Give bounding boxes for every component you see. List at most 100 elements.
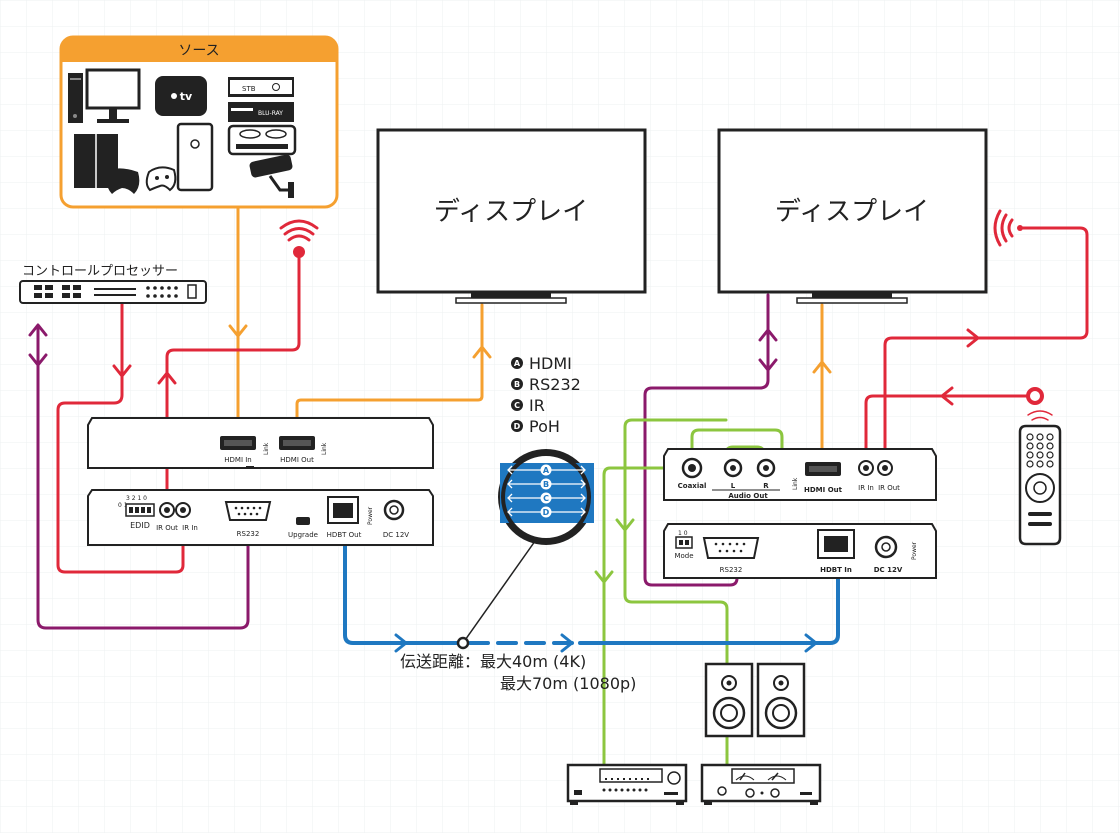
rs232-arrow-up — [28, 323, 48, 337]
rx-rs232-port — [702, 537, 760, 559]
speaker-left — [704, 662, 754, 738]
xbox-console-icon — [145, 122, 214, 192]
callout-badge-letter: A — [543, 466, 550, 475]
rs232-arrow-up-right — [758, 328, 778, 342]
callout-badge-letter: C — [543, 494, 549, 503]
tx-dip-side: 0 1 — [118, 502, 128, 509]
control-processor: コントロールプロセッサー — [19, 264, 207, 304]
receiver-top: Coaxial L R Audio Out Link HDMI Out IR I… — [663, 448, 937, 501]
rs232-arrow-down — [28, 353, 48, 367]
ir-arrow-down — [112, 364, 132, 378]
rx-mode-switch[interactable] — [675, 536, 693, 549]
rx-l-label: L — [731, 482, 736, 490]
legend-item-poh: PoH — [529, 417, 560, 436]
tx-power-label: Power — [367, 506, 374, 525]
display-right: ディスプレイ — [717, 128, 988, 304]
source-title: ソース — [178, 43, 219, 59]
tx-upgrade-label: Upgrade — [288, 531, 318, 539]
ir-cable-emitter — [165, 253, 301, 512]
speaker-right — [756, 662, 806, 738]
distance-line2: 最大70m (1080p) — [500, 674, 636, 693]
audio-cable-receiver — [602, 466, 694, 767]
stb-label: STB — [242, 85, 256, 93]
appletv-label: tv — [180, 90, 193, 103]
rx-audio-out-label: Audio Out — [728, 492, 768, 500]
tx-usb-port — [296, 517, 310, 525]
callout-badge — [540, 464, 552, 476]
hdbt-cable-left — [343, 513, 465, 645]
rx-hdmi-out-label: HDMI Out — [804, 486, 843, 494]
audio-arrow-2 — [615, 518, 635, 532]
media-server-icon — [227, 124, 297, 156]
ir-receiver-eye — [1026, 387, 1044, 405]
ir-cable-rx-in — [864, 394, 1034, 467]
hdmi-arrow-up-left — [472, 345, 492, 359]
ir-arrow-up — [157, 371, 177, 385]
tx-link-label-2: Link — [321, 442, 328, 455]
callout-anchor — [456, 636, 470, 650]
amplifier — [700, 763, 822, 805]
legend-badge-letter: B — [514, 380, 520, 389]
audio-cable-amp — [623, 418, 729, 767]
callout-badge — [540, 506, 552, 518]
ir-signal-icon — [279, 219, 319, 242]
tx-link-label: Link — [263, 442, 270, 455]
set-top-box-icon: STB — [228, 77, 294, 97]
legend-badge — [511, 378, 523, 390]
callout-line — [462, 526, 546, 644]
rx-dc-label: DC 12V — [874, 566, 903, 574]
security-camera-icon — [249, 154, 294, 198]
tx-ir-in-label: IR In — [182, 524, 198, 532]
tx-rs232-port — [224, 501, 272, 521]
hdbt-arrow-2 — [560, 633, 574, 653]
rx-ir-in-label: IR In — [858, 484, 874, 492]
rx-r-label: R — [763, 482, 769, 490]
tx-hdmi-in-label: HDMI In — [224, 456, 251, 464]
av-receiver — [566, 763, 688, 805]
rx-ir-out-label: IR Out — [878, 484, 900, 492]
ir-cable-rx-out — [883, 226, 1089, 467]
ir-emitter-dot — [293, 246, 305, 258]
source-panel: ソース tv STB BLU-RAY — [59, 35, 339, 209]
ir-cable-processor — [56, 301, 185, 574]
tx-ir-out-label: IR Out — [156, 524, 178, 532]
transmitter-bottom: 3 2 1 0 0 1 EDID IR Out IR In RS232 Upgr… — [87, 489, 434, 546]
rs232-cable-left — [36, 326, 250, 630]
legend-badge — [511, 357, 523, 369]
desktop-pc-icon — [68, 68, 141, 123]
rx-link-label: Link — [792, 477, 799, 490]
callout-badge-letter: D — [543, 508, 550, 517]
rx-hdbt-label: HDBT In — [820, 566, 852, 574]
tx-dc-label: DC 12V — [383, 531, 409, 539]
legend-item-ir: IR — [529, 396, 545, 415]
legend-badge — [511, 399, 523, 411]
tx-hdmi-out-label: HDMI Out — [280, 456, 314, 464]
rx-coaxial-label: Coaxial — [678, 482, 707, 490]
bluray-label: BLU-RAY — [258, 110, 283, 117]
tx-edid-label: EDID — [130, 521, 150, 530]
legend-badge-letter: D — [514, 422, 521, 431]
hdmi-cable-display-left — [295, 303, 484, 442]
audio-loop-l — [690, 428, 784, 470]
distance-line1: 伝送距離：最大40m (4K) — [400, 652, 586, 671]
rs232-arrow-down-right — [758, 358, 778, 372]
hdmi-arrow-up-right — [812, 360, 832, 374]
blu-ray-player-icon: BLU-RAY — [228, 102, 294, 122]
legend-badge-letter: A — [514, 359, 521, 368]
game-console-icon — [74, 134, 140, 194]
callout-badge-letter: B — [543, 480, 549, 489]
legend-item-hdmi: HDMI — [529, 354, 572, 373]
apple-tv-icon: tv — [155, 76, 207, 116]
audio-arrow-1 — [594, 570, 614, 584]
tx-dip-top: 3 2 1 0 — [126, 495, 147, 502]
hdbt-arrow-1 — [394, 633, 408, 653]
ir-remote — [1018, 410, 1062, 546]
legend-item-rs232: RS232 — [529, 375, 581, 394]
display-right-label: ディスプレイ — [775, 197, 929, 227]
tx-rs232-label: RS232 — [237, 530, 260, 538]
hdbt-arrow-3 — [804, 633, 818, 653]
receiver-bottom: 1 0 Mode RS232 HDBT In DC 12V Power — [663, 523, 937, 579]
